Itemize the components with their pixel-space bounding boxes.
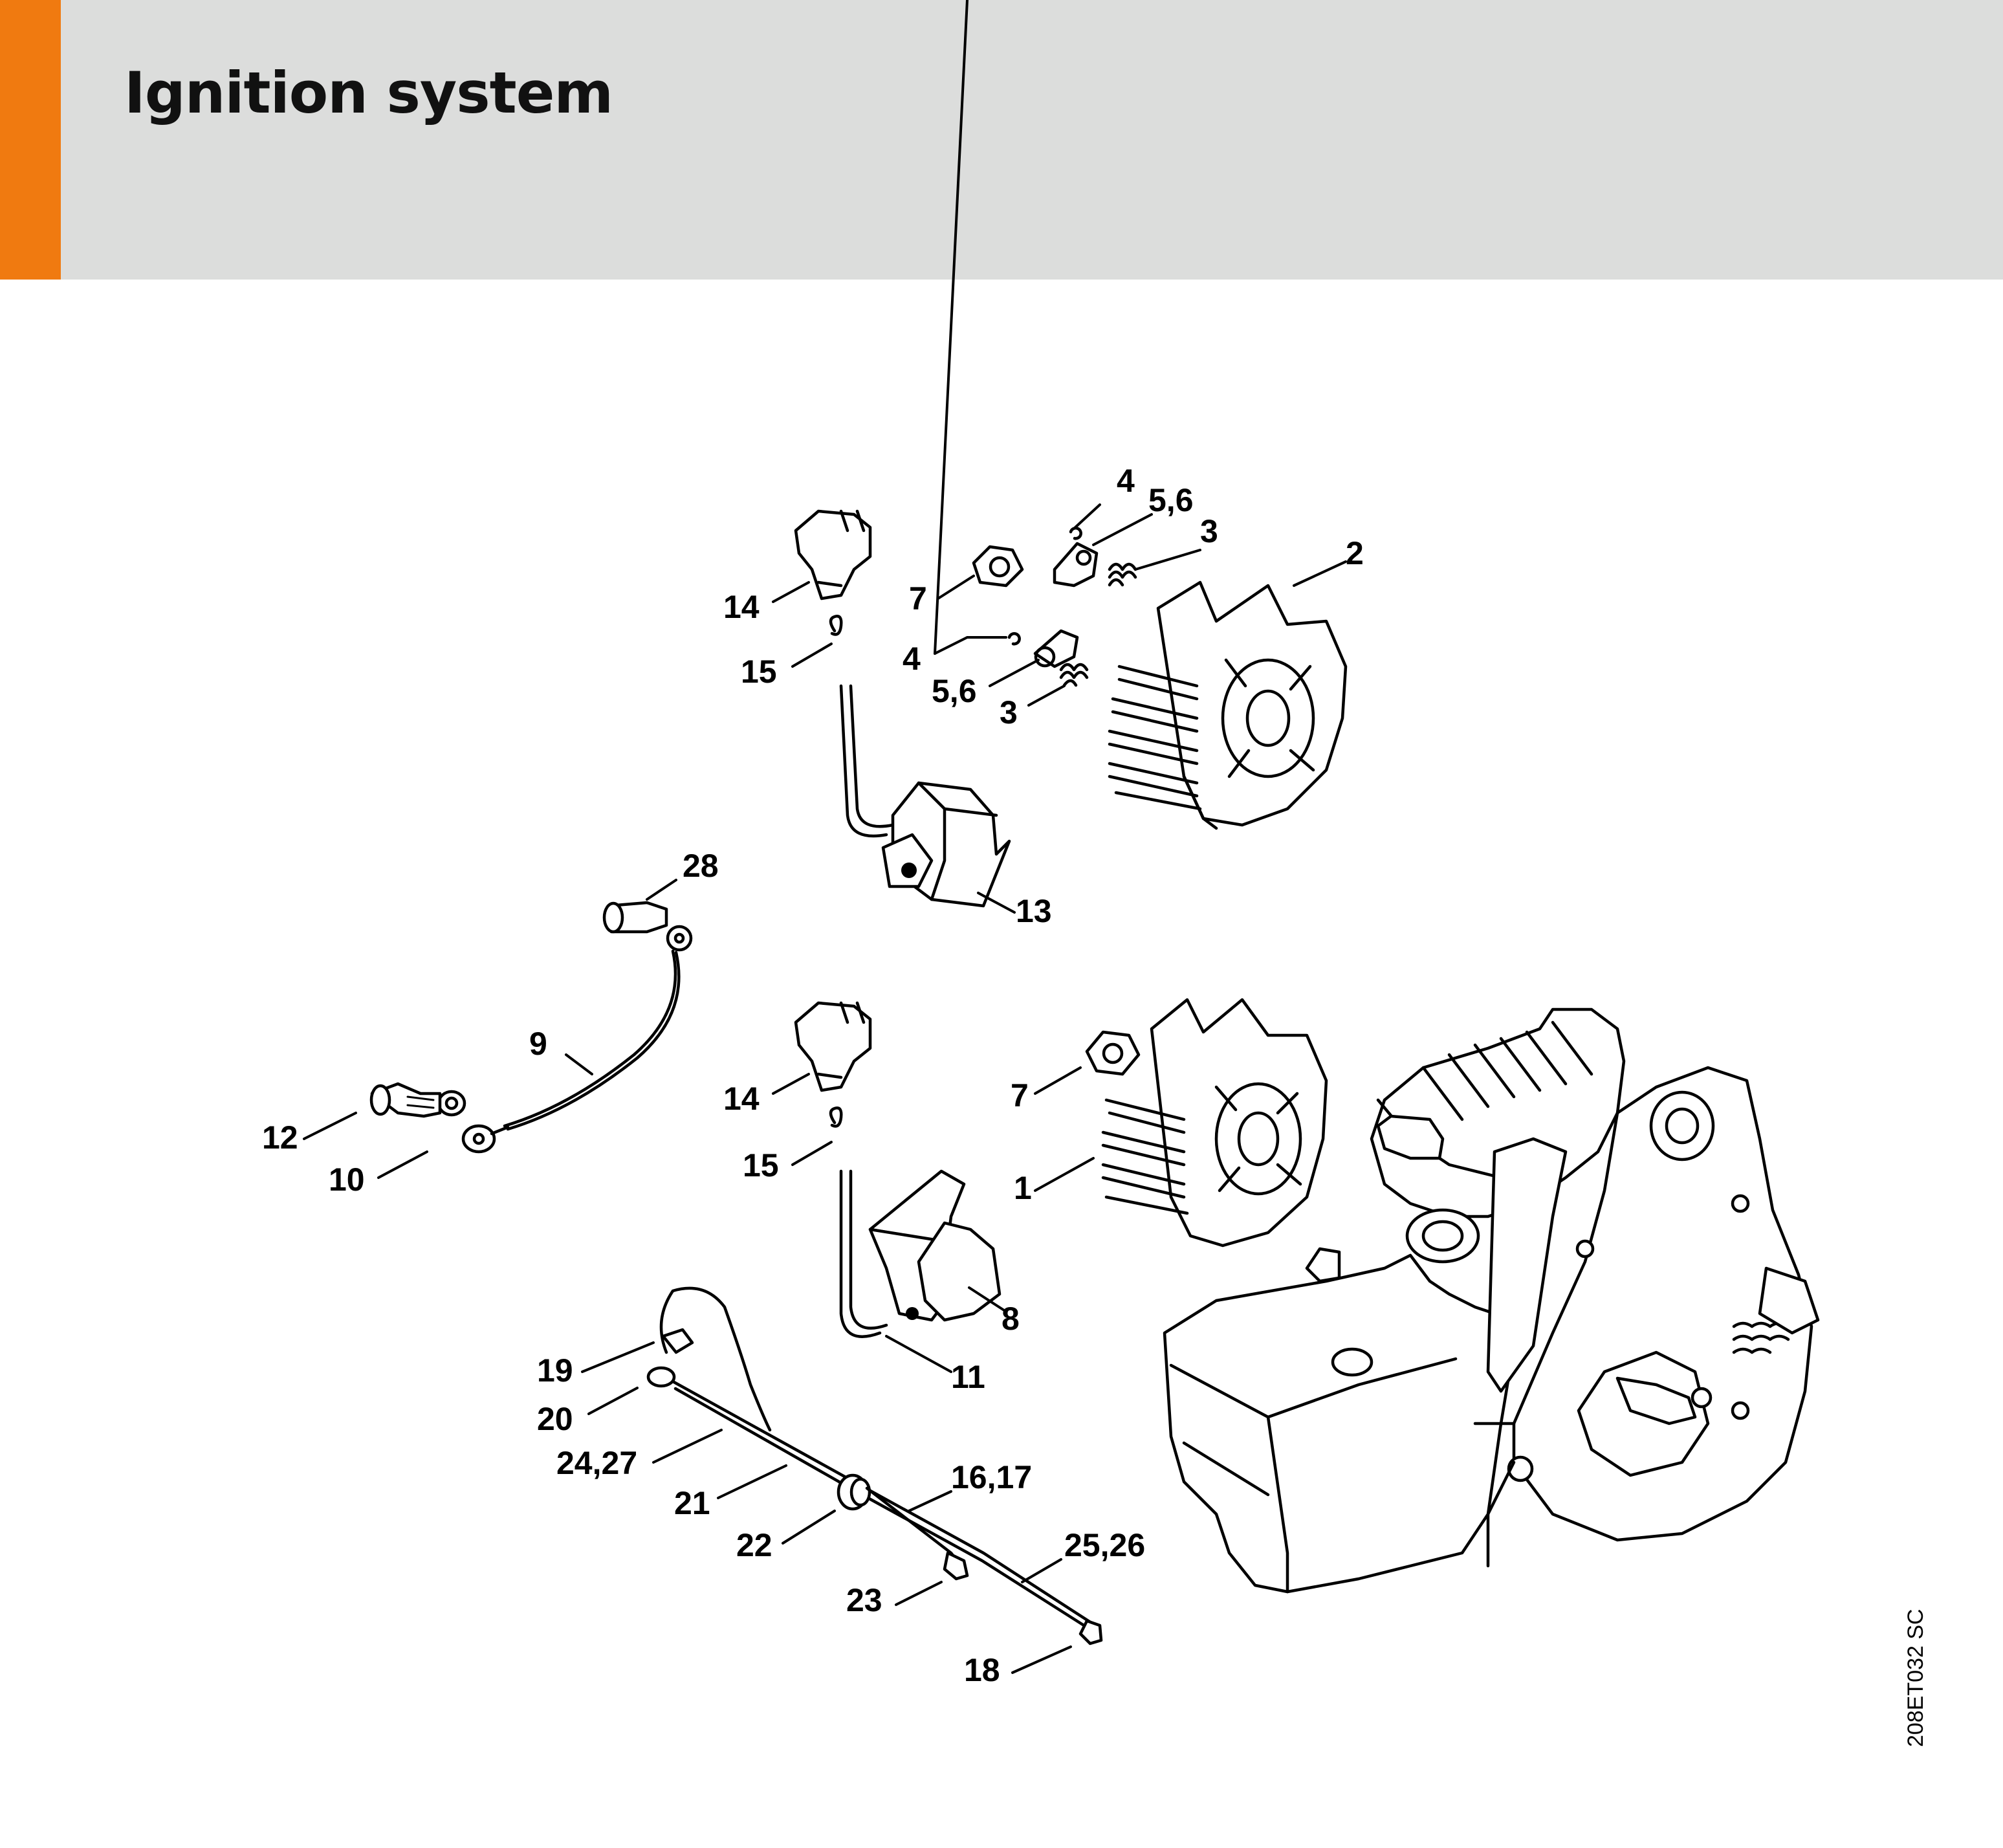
callout-8: 8 <box>1002 1301 1020 1337</box>
callout-9: 9 <box>529 1026 547 1062</box>
callout-3-top: 3 <box>1200 513 1218 549</box>
ground-wire-assembly <box>369 901 693 1154</box>
callout-20: 20 <box>537 1401 573 1437</box>
callout-5-6-top: 5,6 <box>1148 482 1194 518</box>
header-band <box>0 0 2003 280</box>
callout-4-mid: 4 <box>903 641 921 677</box>
nut-upper <box>972 545 1024 588</box>
pawl-group-upper <box>1053 527 1137 588</box>
ignition-module-upper <box>794 509 1011 908</box>
callout-12: 12 <box>262 1119 298 1156</box>
leader-lines <box>303 0 1347 1674</box>
flywheel-lower <box>1101 998 1328 1248</box>
callout-18: 18 <box>964 1652 1000 1688</box>
ignition-module-lower <box>794 1001 1002 1338</box>
callout-21: 21 <box>674 1485 710 1521</box>
engine-crankcase <box>1163 1007 1820 1594</box>
callout-4-top: 4 <box>1117 463 1135 499</box>
pawl-group-middle <box>1007 629 1089 687</box>
callout-1: 1 <box>1014 1170 1032 1206</box>
callout-24-27: 24,27 <box>556 1445 637 1481</box>
callout-3-mid: 3 <box>1000 694 1018 731</box>
callout-11: 11 <box>951 1359 985 1395</box>
callout-25-26: 25,26 <box>1064 1527 1145 1563</box>
callout-23: 23 <box>846 1582 882 1618</box>
flywheel-upper <box>1108 580 1348 830</box>
callout-15-low: 15 <box>743 1147 779 1183</box>
diagram-reference-code: 208ET032 SC <box>1903 1609 1928 1747</box>
callout-14-top: 14 <box>723 589 760 625</box>
callout-16-17: 16,17 <box>951 1459 1032 1495</box>
callout-19: 19 <box>537 1352 573 1389</box>
page-title: Ignition system <box>124 60 613 126</box>
callout-2: 2 <box>1346 535 1364 571</box>
nut-lower <box>1085 1030 1141 1076</box>
callout-5-6-mid: 5,6 <box>932 673 977 709</box>
accent-bar <box>0 0 61 280</box>
callout-15-top: 15 <box>741 654 777 690</box>
callout-7-low: 7 <box>1011 1077 1029 1114</box>
callout-22: 22 <box>736 1527 772 1563</box>
callout-14-low: 14 <box>723 1081 760 1117</box>
callout-28: 28 <box>683 848 719 884</box>
callout-7-top: 7 <box>909 580 927 617</box>
callout-10: 10 <box>329 1161 365 1198</box>
callout-13: 13 <box>1016 893 1052 929</box>
wire-harness <box>646 1286 1103 1645</box>
